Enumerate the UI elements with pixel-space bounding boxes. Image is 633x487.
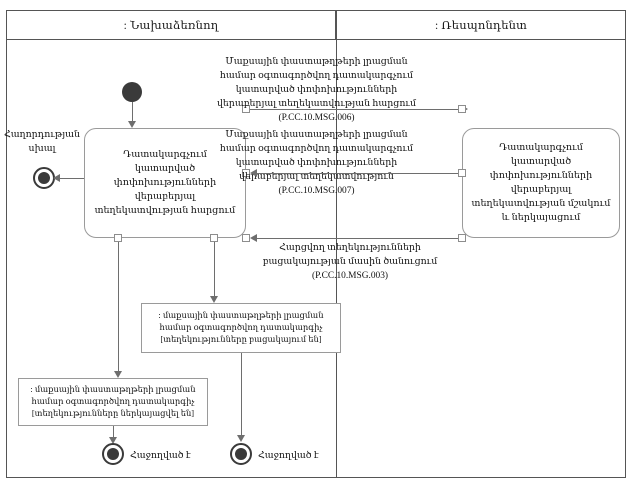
final-node-success-left	[102, 443, 124, 465]
object-node-presented-label: : մաքսային փաստաթղթերի լրացման համար օգտ…	[30, 384, 196, 419]
object-node-absent[interactable]: : մաքսային փաստաթղթերի լրացման համար օգտ…	[141, 303, 341, 353]
end-label-success-left: Հաջողված է	[130, 451, 191, 461]
swimlane-header-initiator: : Նախաձեռնող	[6, 10, 336, 40]
activity-process[interactable]: Դատակարգչում կատարված փոփոխությունների վ…	[462, 128, 620, 238]
pin-request-in-msg007[interactable]	[242, 169, 250, 177]
arrow-msg003	[250, 234, 257, 242]
flow-msg006-line	[250, 109, 464, 110]
arrow-request-to-error	[53, 174, 60, 182]
flow-absent-to-final	[241, 353, 242, 437]
arrow-presented-to-final	[109, 437, 117, 444]
flow-msg007-line	[252, 173, 462, 174]
flow-label-msg-006: Մաքսային փաստաթղթերի լրացման համար օգտագ…	[217, 57, 416, 124]
object-node-absent-label: : մաքսային փաստաթղթերի լրացման համար օգտ…	[158, 310, 324, 345]
pin-request-out-presented[interactable]	[114, 234, 122, 242]
arrow-request-to-presented	[114, 371, 122, 378]
pin-process-in-msg006[interactable]	[458, 105, 466, 113]
end-label-error: Հաղորդության սխալ	[4, 130, 81, 155]
flow-label-msg-007: Մաքսային փաստաթղթերի լրացման համար օգտագ…	[219, 130, 414, 197]
object-node-presented[interactable]: : մաքսային փաստաթղթերի լրացման համար օգտ…	[18, 378, 208, 426]
activity-process-label: Դատակարգչում կատարված փոփոխությունների վ…	[471, 142, 611, 223]
swimlane-header-respondent-label: : Ռեսպոնդենտ	[434, 20, 528, 32]
swimlane-header-initiator-label: : Նախաձեռնող	[123, 20, 219, 32]
pin-process-out-msg007[interactable]	[458, 169, 466, 177]
arrow-msg007	[250, 169, 257, 177]
flow-request-to-absent	[214, 242, 215, 298]
flow-initial-to-request	[132, 102, 133, 123]
flow-request-to-presented	[118, 242, 119, 373]
activity-request[interactable]: Դատակարգչում կատարված փոփոխությունների վ…	[84, 128, 246, 238]
flow-presented-to-final	[113, 426, 114, 439]
flow-request-to-error	[55, 178, 84, 179]
arrow-initial-to-request	[128, 121, 136, 128]
swimlane-divider	[336, 40, 337, 478]
final-node-error	[33, 167, 55, 189]
arrow-absent-to-final	[237, 435, 245, 442]
pin-request-out-top[interactable]	[242, 105, 250, 113]
arrow-request-to-absent	[210, 296, 218, 303]
end-label-success-right: Հաջողված է	[258, 451, 319, 461]
activity-request-label: Դատակարգչում կատարված փոփոխությունների վ…	[94, 149, 236, 216]
swimlane-header-respondent: : Ռեսպոնդենտ	[336, 10, 626, 40]
final-node-success-right	[230, 443, 252, 465]
flow-label-msg-003: Հարցվող տեղեկությունների բացակայության մ…	[262, 243, 438, 282]
pin-process-out-msg003[interactable]	[458, 234, 466, 242]
pin-request-in-msg003[interactable]	[242, 234, 250, 242]
flow-msg003-line	[252, 238, 462, 239]
pin-request-out-absent[interactable]	[210, 234, 218, 242]
initial-node	[122, 82, 142, 102]
